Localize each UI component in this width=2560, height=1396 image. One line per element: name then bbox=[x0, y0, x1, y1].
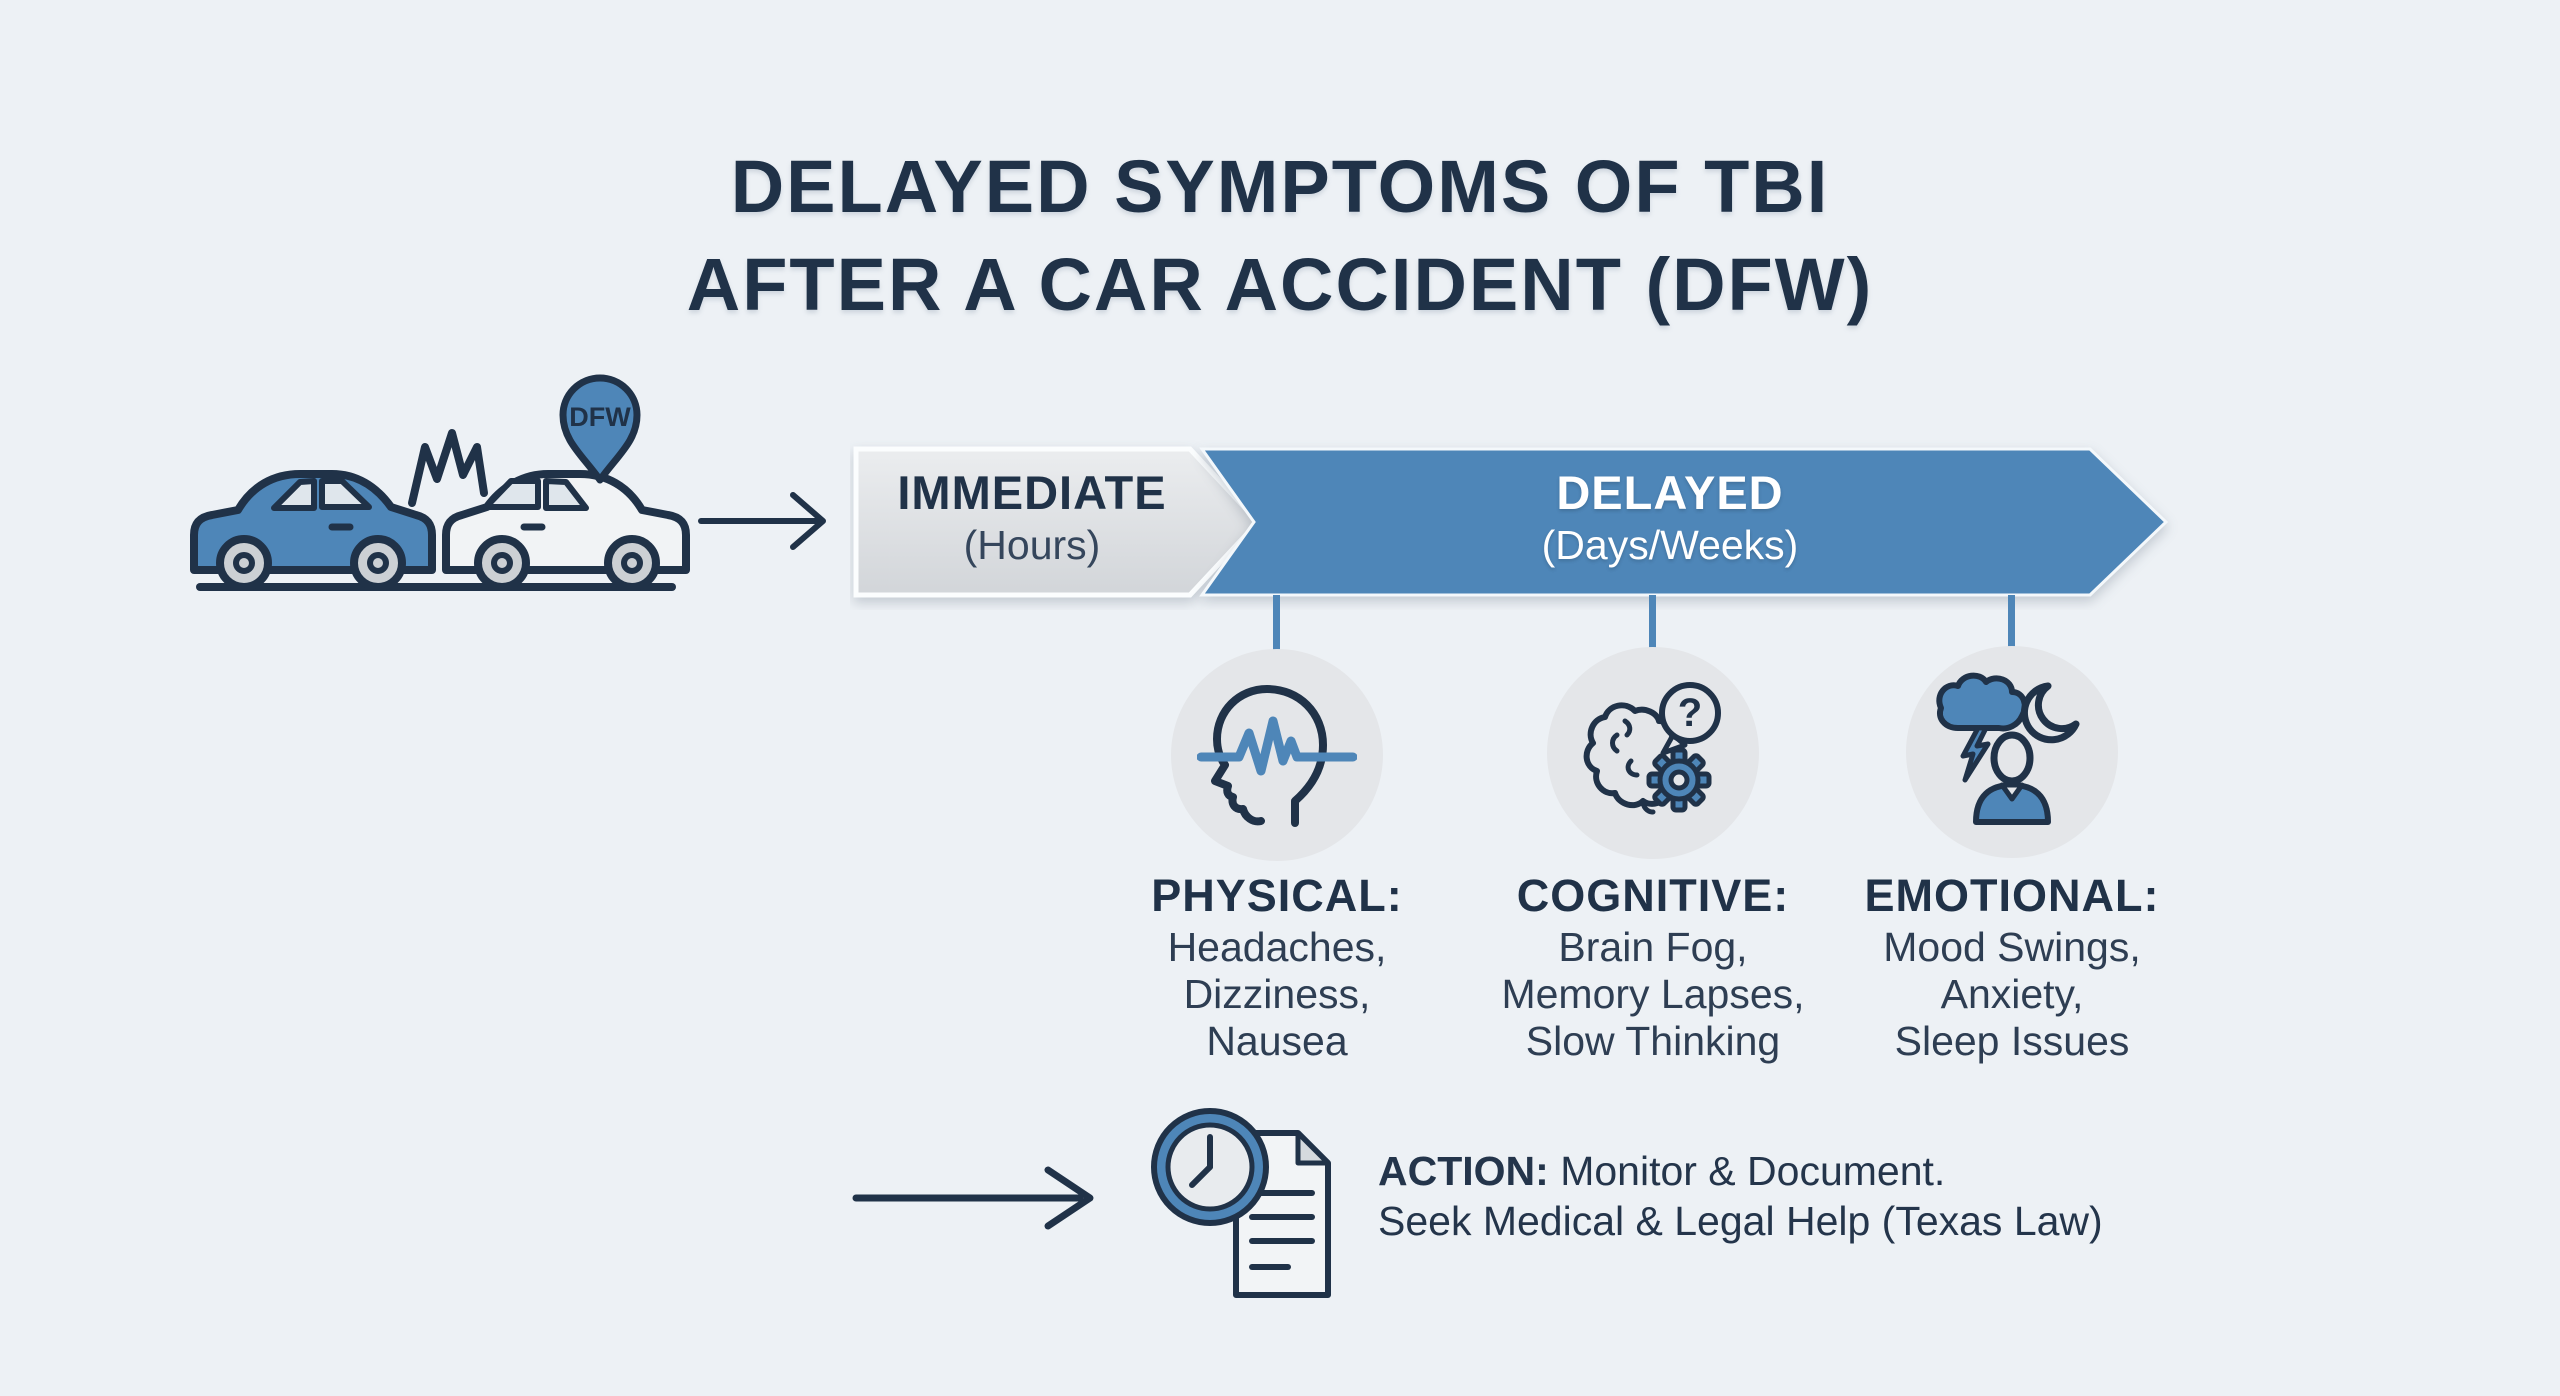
immediate-label: IMMEDIATE bbox=[897, 466, 1167, 519]
delayed-stage: DELAYED (Days/Weeks) bbox=[1330, 466, 2010, 570]
cognitive-label: COGNITIVE: bbox=[1516, 870, 1790, 921]
symptom-item: Anxiety, bbox=[1940, 971, 2084, 1017]
timeline-bar bbox=[853, 446, 2169, 598]
action-label: ACTION: bbox=[1378, 1148, 1549, 1194]
immediate-sublabel: (Hours) bbox=[963, 522, 1101, 568]
brain-question-gear-icon: ? bbox=[1583, 682, 1721, 815]
title-line-2: AFTER A CAR ACCIDENT (DFW) bbox=[686, 243, 1874, 326]
delayed-label: DELAYED bbox=[1556, 466, 1784, 519]
symptom-item: Brain Fog, bbox=[1558, 924, 1748, 970]
cognitive-icon-circle: ? bbox=[1547, 647, 1759, 859]
action-text: ACTION: Monitor & Document. Seek Medical… bbox=[1378, 1146, 2278, 1246]
physical-icon-circle bbox=[1171, 649, 1383, 861]
symptom-item: Headaches, bbox=[1167, 924, 1387, 970]
head-pulse-icon bbox=[1197, 685, 1357, 827]
physical-label: PHYSICAL: bbox=[1151, 870, 1403, 921]
lightning-bolt-icon bbox=[1960, 725, 1991, 783]
emotional-icon-circle bbox=[1906, 646, 2118, 858]
immediate-stage: IMMEDIATE (Hours) bbox=[856, 466, 1208, 570]
symptom-item: Dizziness, bbox=[1183, 971, 1371, 1017]
storm-cloud-person-moon-icon bbox=[1936, 672, 2080, 825]
physical-column: PHYSICAL: Headaches, Dizziness, Nausea bbox=[1047, 868, 1507, 1065]
delayed-sublabel: (Days/Weeks) bbox=[1541, 522, 1799, 568]
cognitive-column: COGNITIVE: Brain Fog, Memory Lapses, Slo… bbox=[1423, 868, 1883, 1065]
connector-line bbox=[1273, 595, 1280, 655]
gear-icon bbox=[1646, 747, 1712, 813]
gray-car-icon bbox=[442, 470, 690, 591]
collision-spark-icon bbox=[408, 429, 488, 507]
moon-icon bbox=[2020, 682, 2080, 744]
dfw-map-pin-icon: DFW bbox=[559, 374, 641, 484]
delayed-segment bbox=[1199, 447, 2169, 597]
clock-document-icon bbox=[1151, 1108, 1331, 1298]
title-line-1: DELAYED SYMPTOMS OF TBI bbox=[730, 145, 1830, 228]
blue-car-icon bbox=[190, 470, 436, 591]
action-line-1-rest: Monitor & Document. bbox=[1548, 1148, 1946, 1194]
action-line-1: ACTION: Monitor & Document. bbox=[1378, 1146, 2278, 1196]
symptom-item: Slow Thinking bbox=[1525, 1018, 1781, 1064]
symptom-item: Nausea bbox=[1206, 1018, 1348, 1064]
car-crash-scene: DFW bbox=[190, 374, 690, 591]
connector-line bbox=[1649, 595, 1656, 655]
person-icon bbox=[1973, 731, 2051, 825]
symptom-item: Mood Swings, bbox=[1883, 924, 2141, 970]
clock-icon bbox=[1151, 1108, 1269, 1226]
emotional-label: EMOTIONAL: bbox=[1864, 870, 2160, 921]
speech-bubble bbox=[1659, 682, 1721, 744]
question-mark: ? bbox=[1678, 691, 1702, 735]
symptom-item: Memory Lapses, bbox=[1501, 971, 1805, 1017]
pin-label: DFW bbox=[569, 402, 631, 432]
storm-cloud-icon bbox=[1936, 672, 2028, 783]
arrow-right-icon bbox=[698, 492, 826, 550]
connector-line bbox=[2008, 595, 2015, 655]
immediate-segment bbox=[853, 446, 1262, 598]
emotional-column: EMOTIONAL: Mood Swings, Anxiety, Sleep I… bbox=[1782, 868, 2242, 1065]
symptom-item: Sleep Issues bbox=[1894, 1018, 2130, 1064]
page-title: DELAYED SYMPTOMS OF TBI AFTER A CAR ACCI… bbox=[0, 138, 2560, 334]
arrow-right-icon bbox=[852, 1166, 1094, 1230]
action-line-2: Seek Medical & Legal Help (Texas Law) bbox=[1378, 1198, 2103, 1244]
